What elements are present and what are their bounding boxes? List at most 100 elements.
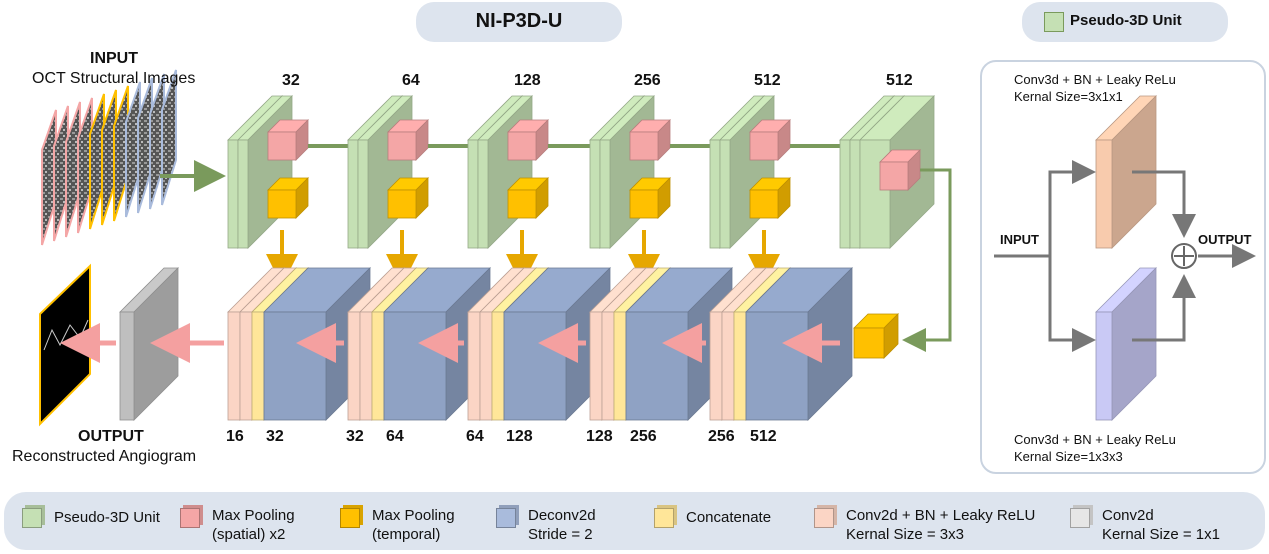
max-pool-spatial-cube <box>267 131 297 161</box>
max-pool-spatial-cube <box>749 131 779 161</box>
decoder-channel-label-left: 256 <box>708 428 735 445</box>
legend-label: Conv2d + BN + Leaky ReLU <box>846 507 1036 524</box>
p3d-unit-slab <box>227 139 239 249</box>
unit-conv-spatial <box>1095 311 1113 421</box>
diagram-title: NI-P3D-U <box>475 10 563 32</box>
pseudo-3d-unit-icon <box>1044 12 1064 32</box>
unit-top-label-2: Kernal Size=3x1x1 <box>1014 89 1123 104</box>
concat-slab <box>613 311 627 421</box>
unit-branch-bottom <box>1048 256 1096 352</box>
unit-badge-label: Pseudo-3D Unit <box>1070 12 1182 29</box>
deconv-slab <box>625 311 689 421</box>
legend-swatch-icon <box>340 508 360 528</box>
max-pool-temporal-cube <box>629 189 659 219</box>
legend-swatch-icon <box>496 508 516 528</box>
p3d-unit-slab <box>467 139 479 249</box>
max-pool-temporal-cube <box>749 189 779 219</box>
legend-sublabel: Kernal Size = 1x1 <box>1102 526 1220 543</box>
unit-input-label: INPUT <box>1000 232 1039 247</box>
unit-bottom-label-1: Conv3d + BN + Leaky ReLu <box>1014 432 1176 447</box>
max-pool-spatial-cube <box>507 131 537 161</box>
legend-sublabel: (spatial) x2 <box>212 526 286 543</box>
concat-slab <box>251 311 265 421</box>
legend-swatch-icon <box>814 508 834 528</box>
legend-sublabel: Kernal Size = 3x3 <box>846 526 964 543</box>
unit-bottom-label-2: Kernal Size=1x3x3 <box>1014 449 1123 464</box>
deconv-slab <box>503 311 567 421</box>
max-pool-temporal-cube <box>387 189 417 219</box>
unit-merge-bottom <box>1132 274 1196 342</box>
conv2d-slab <box>479 311 493 421</box>
max-pool-temporal-cube <box>267 189 297 219</box>
concat-slab <box>491 311 505 421</box>
decoder-channel-label-left: 32 <box>346 428 364 445</box>
input-title: INPUT <box>90 50 138 67</box>
p3d-unit-slab <box>347 139 359 249</box>
p3d-unit-slab <box>237 139 249 249</box>
p3d-unit-slab <box>357 139 369 249</box>
legend-label: Pseudo-3D Unit <box>54 509 160 526</box>
unit-top-label-1: Conv3d + BN + Leaky ReLu <box>1014 72 1176 87</box>
legend-bar <box>4 492 1265 550</box>
conv2d-slab <box>467 311 481 421</box>
decoder-channel-label-right: 64 <box>386 428 404 445</box>
encoder-channel-label: 64 <box>402 72 420 89</box>
encoder-channel-label: 512 <box>886 72 913 89</box>
max-pool-spatial-cube <box>629 131 659 161</box>
legend-label: Conv2d <box>1102 507 1154 524</box>
legend-swatch-icon <box>180 508 200 528</box>
conv2d-slab <box>347 311 361 421</box>
oct-slice <box>161 69 177 206</box>
encoder-channel-label: 256 <box>634 72 661 89</box>
decoder-channel-label-left: 128 <box>586 428 613 445</box>
decoder-channel-label-right: 256 <box>630 428 657 445</box>
legend-swatch-icon <box>1070 508 1090 528</box>
legend-label: Max Pooling <box>212 507 295 524</box>
decoder-channel-label-right: 128 <box>506 428 533 445</box>
decoder-channel-label-left: 64 <box>466 428 484 445</box>
decoder-channel-label-right: 512 <box>750 428 777 445</box>
p3d-unit-slab <box>719 139 731 249</box>
encoder-channel-label: 512 <box>754 72 781 89</box>
conv2d-slab <box>227 311 241 421</box>
conv2d-slab <box>359 311 373 421</box>
title-pill <box>416 2 622 42</box>
unit-branch-top <box>1048 160 1096 256</box>
conv2d-slab <box>239 311 253 421</box>
p3d-unit-slab <box>599 139 611 249</box>
encoder-channel-label: 128 <box>514 72 541 89</box>
conv2d-slab <box>589 311 603 421</box>
p3d-unit-slab <box>589 139 601 249</box>
p3d-unit-slab <box>849 139 861 249</box>
legend-swatch-icon <box>22 508 42 528</box>
deconv-slab <box>745 311 809 421</box>
legend-label: Max Pooling <box>372 507 455 524</box>
output-subtitle: Reconstructed Angiogram <box>12 448 197 465</box>
max-pool-temporal-cube <box>507 189 537 219</box>
conv2d-slab <box>601 311 615 421</box>
deconv-slab <box>263 311 327 421</box>
conv2d-slab <box>709 311 723 421</box>
encoder-channel-label: 32 <box>282 72 300 89</box>
decoder-channel-label-left: 16 <box>226 428 244 445</box>
unit-merge-top <box>1132 170 1196 238</box>
concat-slab <box>733 311 747 421</box>
legend-swatch-icon <box>654 508 674 528</box>
unit-output-label: OUTPUT <box>1198 232 1252 247</box>
deconv-slab <box>383 311 447 421</box>
legend-sublabel: Stride = 2 <box>528 526 593 543</box>
output-title: OUTPUT <box>78 428 144 445</box>
legend-label: Deconv2d <box>528 507 596 524</box>
decoder-channel-label-right: 32 <box>266 428 284 445</box>
legend-label: Concatenate <box>686 509 772 526</box>
bottleneck-route <box>902 168 952 352</box>
max-pool-spatial-cube <box>879 161 909 191</box>
concat-slab <box>371 311 385 421</box>
bottleneck-pool-cube <box>853 327 885 359</box>
conv1x1-block <box>119 311 135 421</box>
max-pool-spatial-cube <box>387 131 417 161</box>
unit-conv-temporal <box>1095 139 1113 249</box>
conv2d-slab <box>721 311 735 421</box>
legend-sublabel: (temporal) <box>372 526 441 543</box>
p3d-unit-slab <box>477 139 489 249</box>
